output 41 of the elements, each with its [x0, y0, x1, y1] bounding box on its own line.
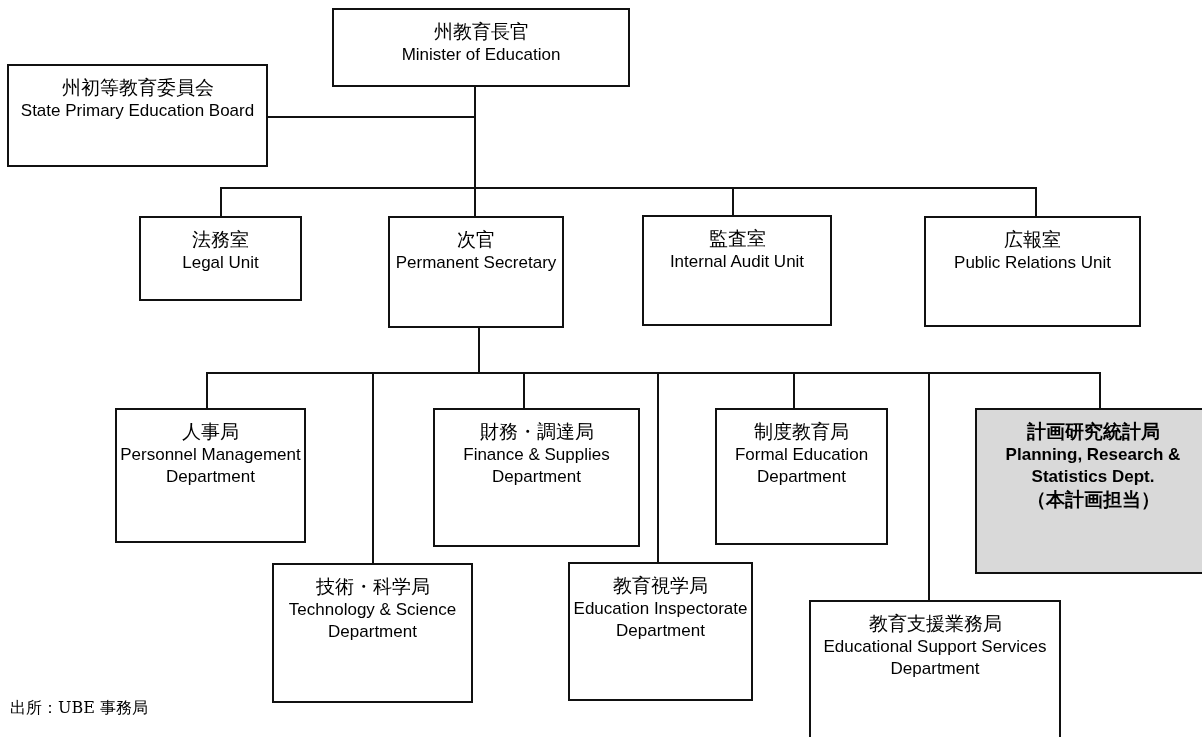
japanese-name: 財務・調達局	[479, 420, 594, 444]
note-text: （本計画担当）	[1026, 488, 1160, 512]
japanese-name: 教育支援業務局	[868, 612, 1002, 636]
department-box	[433, 408, 640, 547]
department-box	[809, 600, 1061, 737]
department-box	[715, 408, 888, 545]
highlighted-department-box	[975, 408, 1202, 574]
japanese-name: 制度教育局	[754, 420, 849, 444]
japanese-name: 計画研究統計局	[1026, 420, 1160, 444]
english-name: Planning, Research & Statistics Dept.	[1004, 444, 1182, 488]
department-box	[332, 8, 630, 87]
english-name: Formal Education Department	[733, 444, 870, 488]
english-name: Permanent Secretary	[395, 252, 557, 274]
english-name: Technology & Science Department	[287, 599, 458, 643]
japanese-name: 広報室	[1004, 228, 1061, 252]
department-box	[568, 562, 753, 701]
english-name: Personnel Management Department	[119, 444, 302, 488]
english-name: Legal Unit	[182, 252, 259, 274]
japanese-name: 次官	[457, 228, 495, 252]
department-box	[924, 216, 1141, 327]
department-box	[642, 215, 832, 326]
department-box	[139, 216, 302, 301]
department-box	[272, 563, 473, 703]
source-note: 出所：UBE 事務局	[10, 698, 148, 719]
department-box	[7, 64, 268, 167]
japanese-name: 監査室	[708, 227, 766, 251]
japanese-name: 技術・科学局	[315, 575, 430, 599]
department-box	[115, 408, 306, 543]
department-box	[388, 216, 564, 328]
japanese-name: 教育視学局	[613, 574, 708, 598]
japanese-name: 州初等教育委員会	[61, 76, 214, 100]
japanese-name: 州教育長官	[433, 20, 529, 44]
english-name: Minister of Education	[401, 44, 561, 66]
english-name: Internal Audit Unit	[669, 251, 805, 273]
english-name: Educational Support Services Department	[822, 636, 1048, 680]
japanese-name: 人事局	[182, 420, 239, 444]
english-name: Public Relations Unit	[954, 252, 1111, 274]
japanese-name: 法務室	[192, 228, 249, 252]
english-name: Finance & Supplies Department	[462, 444, 611, 488]
english-name: State Primary Education Board	[20, 100, 255, 122]
english-name: Education Inspectorate Department	[572, 598, 749, 642]
